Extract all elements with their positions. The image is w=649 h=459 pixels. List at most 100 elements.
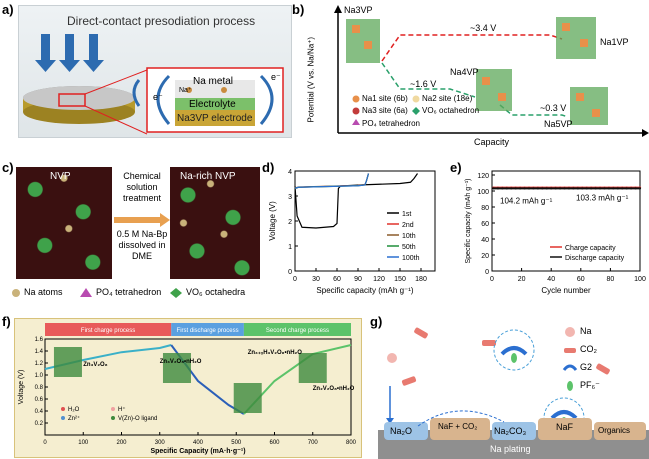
b-xlabel: Capacity (474, 137, 510, 147)
chart-f-ytick-label: 1.4 (35, 349, 44, 355)
chart-e-point (567, 187, 571, 190)
chart-e-point (514, 187, 517, 190)
layer-na2o: Na₂O (390, 426, 412, 436)
b-ylabel: Potential (V vs. Na/Na⁺) (306, 36, 316, 123)
chart-e-point (607, 187, 611, 190)
chart-e-ylabel: Specific capacity (mAh g⁻¹) (465, 179, 472, 264)
chart-e-ytick-label: 0 (485, 269, 489, 276)
chart-f-ytick-label: 0.2 (35, 421, 44, 427)
chart-f-legend-label: H⁺ (118, 406, 126, 413)
panel-c: NVP Na-rich NVP Chemical solution treatm… (10, 163, 260, 303)
chart-f-ylabel: Voltage (V) (18, 370, 25, 405)
chart-d-legend-label: 1st (402, 211, 411, 218)
voltage-0-3: ~0.3 V (540, 103, 567, 113)
chart-e-ytick-label: 80 (481, 205, 489, 212)
chart-e-point (563, 187, 566, 190)
panel-label-c: c) (2, 160, 14, 175)
chart-f-ytick-label: 1.6 (35, 337, 44, 343)
chart-e-xtick-label: 20 (518, 276, 526, 283)
chart-e-point (603, 187, 606, 190)
chart-f-ytick-label: 0.6 (35, 397, 44, 403)
chart-f: First charge process First discharge proc… (18, 323, 357, 455)
legend-g-co2: CO₂ (580, 344, 597, 354)
voltage-1-6: ~1.6 V (410, 79, 437, 89)
panel-g: Na CO₂ G2 PF₆⁻ Na₂O NaF + CO₂ Na₂CO₃ NaF… (378, 318, 649, 459)
chart-e-point (505, 187, 508, 190)
chart-e-legend-label: Charge capacity (565, 245, 616, 252)
chart-f-structure (162, 353, 191, 383)
chart-d-xtick-label: 90 (354, 276, 362, 283)
chart-f-xtick-label: 600 (269, 440, 280, 446)
phase-na4vp: Na4VP (450, 67, 479, 77)
chart-f-ytick-label: 0.4 (35, 409, 44, 415)
e-minus-right: e⁻ (271, 72, 281, 82)
chart-f-ytick-label: 1.2 (35, 361, 44, 367)
chart-f-xlabel: Specific Capacity (mA·h·g⁻¹) (150, 448, 245, 455)
legend-vo6: VO₆ octahedron (422, 106, 480, 115)
chart-d-xtick-label: 120 (373, 276, 385, 283)
chart-e-ytick-label: 40 (481, 237, 489, 244)
na-rich-nvp-label: Na-rich NVP (180, 171, 236, 182)
panel-label-e: e) (450, 160, 462, 175)
chart-d-series-line (294, 173, 370, 189)
e-minus-left: e⁻ (153, 92, 163, 102)
chart-e-annotation: 103.3 mAh g⁻¹ (576, 193, 629, 202)
chart-f-stage-label: Second charge process (266, 328, 329, 334)
legend-na2: Na2 site (18e) (422, 94, 473, 103)
phase-na1vp: Na1VP (600, 37, 629, 47)
chart-e-point (598, 187, 602, 190)
treatment-text-top: Chemical solution treatment (122, 171, 162, 203)
chart-e-point (594, 187, 597, 190)
chart-e-point (523, 187, 526, 190)
chart-e-point (616, 187, 619, 190)
chart-f-legend-swatch (61, 416, 65, 420)
na-plating-label: Na plating (490, 444, 531, 454)
chart-e-point (625, 187, 628, 190)
chart-d-legend-label: 10th (402, 233, 416, 240)
chart-f-xtick-label: 800 (346, 440, 357, 446)
panel-b: Potential (V vs. Na/Na⁺) Capacity Na3VP … (300, 5, 649, 151)
nvp-label: NVP (50, 171, 71, 182)
panel-a: Direct-contact presodiation process Na m… (18, 5, 292, 138)
chart-f-xtick-label: 500 (231, 440, 242, 446)
chart-e-point (634, 187, 637, 190)
chart-e-xtick-label: 40 (547, 276, 555, 283)
chart-e-ytick-label: 100 (477, 189, 489, 196)
chart-f-stage-label: First charge process (81, 328, 135, 334)
chart-e-point (638, 187, 642, 190)
chart-d-ytick-label: 3 (288, 194, 292, 201)
chart-f-stage-label: First discharge process (177, 328, 239, 334)
chart-e-point (572, 187, 575, 190)
chart-d-xtick-label: 180 (415, 276, 427, 283)
chart-f-structure (233, 383, 262, 413)
chart-f-ytick-label: 0.8 (35, 385, 44, 391)
chart-d-ytick-label: 1 (288, 244, 292, 251)
chart-f-xtick-label: 200 (116, 440, 127, 446)
chart-e-point (532, 187, 535, 190)
legend-g-na: Na (580, 326, 592, 336)
panel-c-legend-icons (12, 288, 182, 298)
panel-label-f: f) (2, 314, 11, 329)
chart-f-xtick-label: 100 (78, 440, 89, 446)
chart-f-stage-band (171, 323, 244, 336)
chart-d-xtick-label: 150 (394, 276, 406, 283)
na-plus-label: Na⁺ (179, 87, 192, 94)
chart-f-xtick-label: 700 (308, 440, 319, 446)
chart-d-ytick-label: 2 (288, 219, 292, 226)
presodiation-illustration (23, 34, 284, 135)
chart-d-ytick-label: 0 (288, 269, 292, 276)
chart-e-xtick-label: 80 (607, 276, 615, 283)
chart-e-point (541, 187, 544, 190)
legend-po4-tet: PO₄ tetrahedron (96, 287, 162, 297)
chart-f-legend-swatch (61, 407, 65, 411)
chart-e-point (630, 187, 633, 190)
chart-f-legend-label: V(Zn)-O ligand (118, 416, 157, 422)
chart-d-ytick-label: 4 (288, 169, 292, 176)
chart-d-legend-label: 2nd (402, 222, 414, 229)
chart-e-point (554, 187, 557, 190)
chart-d-ylabel: Voltage (V) (268, 201, 277, 241)
legend-na1: Na1 site (6b) (362, 94, 408, 103)
legend-na3: Na3 site (6a) (362, 106, 408, 115)
chart-e-point (576, 187, 579, 190)
